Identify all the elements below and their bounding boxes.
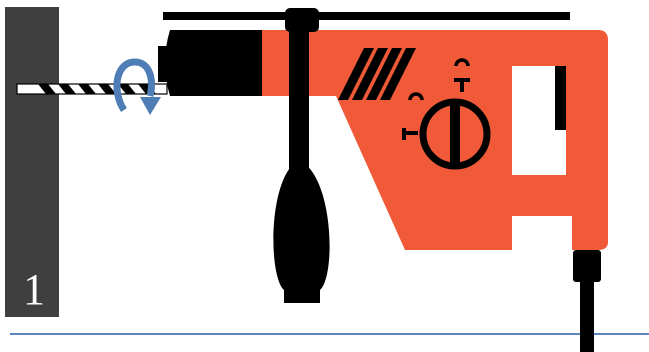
drill-bit	[17, 84, 167, 94]
power-cord	[573, 250, 601, 352]
chuck	[158, 30, 262, 96]
step-number: 1	[23, 265, 45, 314]
rear-handle-accent	[555, 66, 566, 130]
depth-gauge-rod	[163, 12, 570, 20]
